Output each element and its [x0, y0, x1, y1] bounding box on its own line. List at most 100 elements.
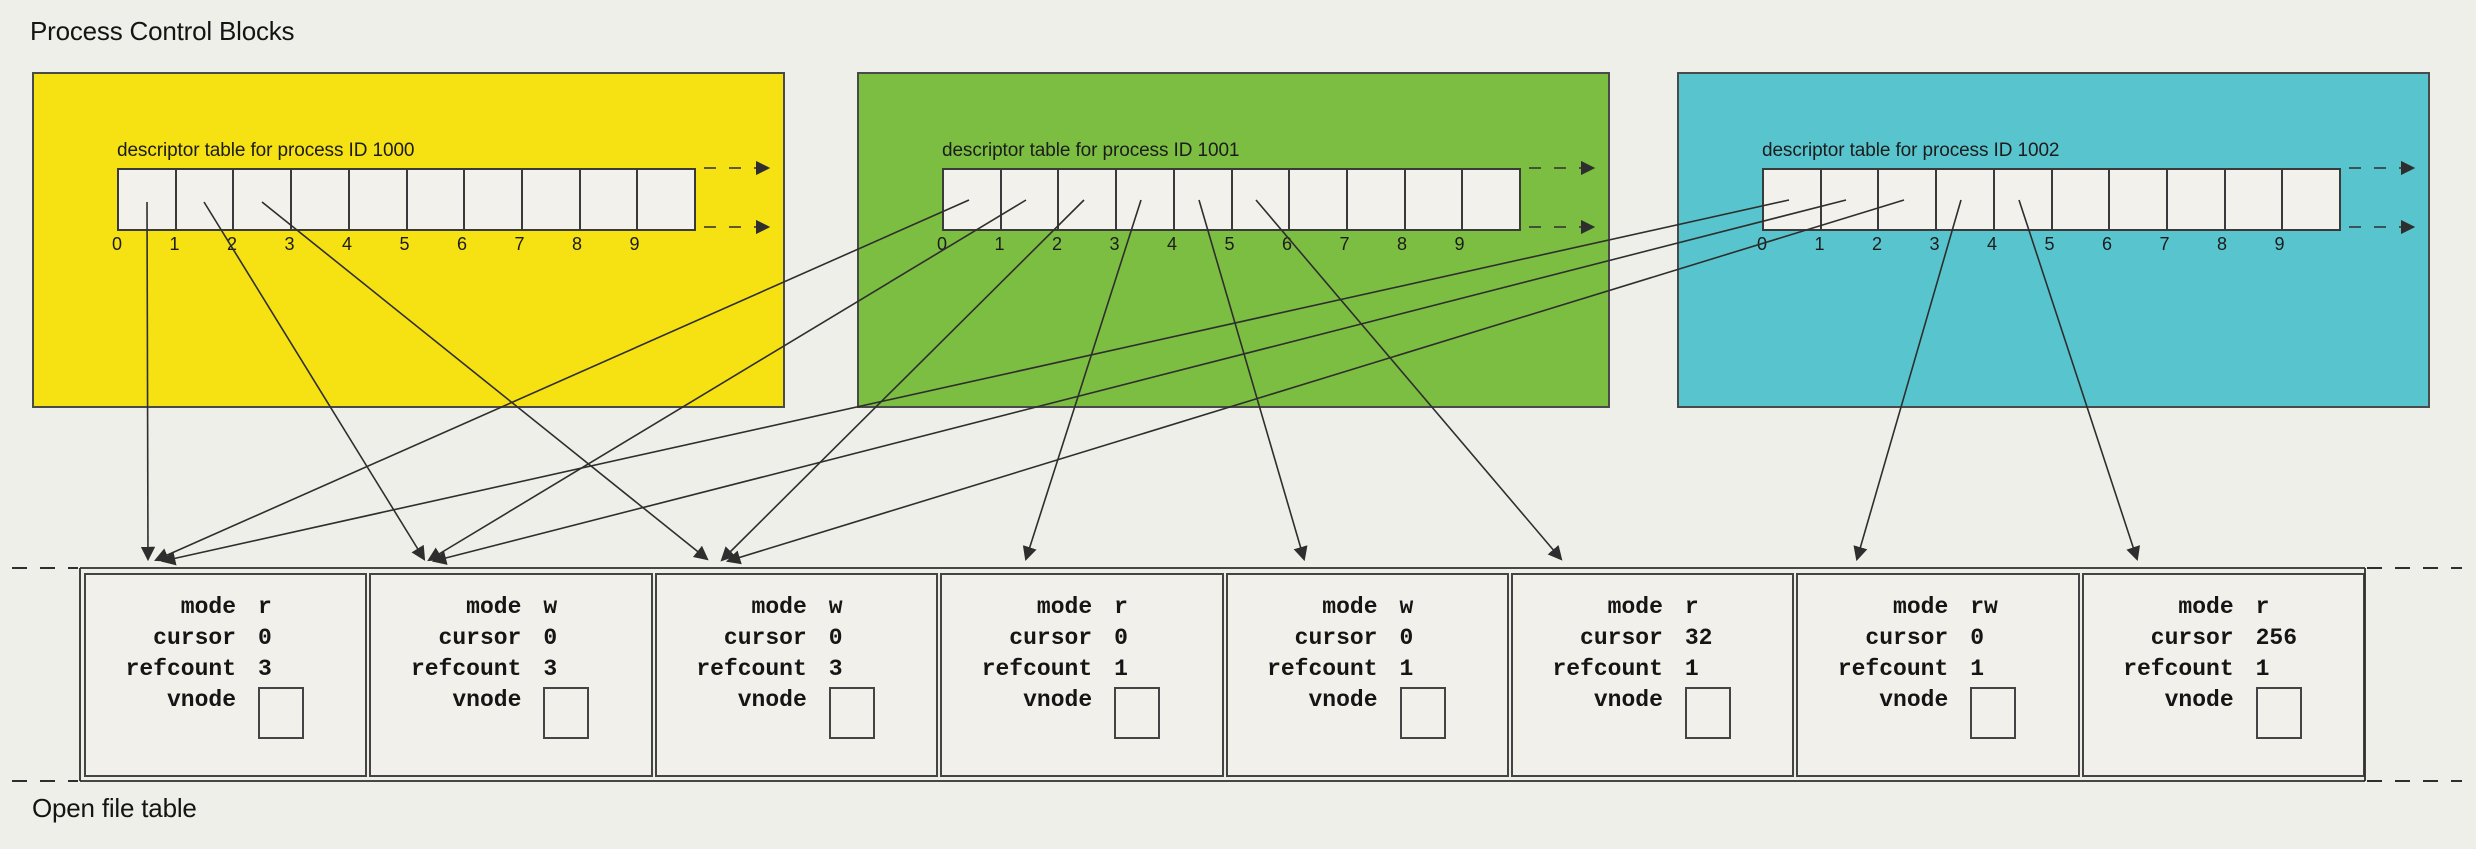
fd-cell-2 [1879, 170, 1938, 229]
field-value: r [2255, 594, 2270, 620]
field-vnode: vnode [86, 685, 365, 739]
fd-index-label: 7 [2159, 234, 2170, 254]
vnode-pointer-box [2255, 687, 2302, 739]
field-label: refcount [125, 656, 236, 682]
field-refcount: refcount 3 [371, 654, 650, 685]
fd-cell-9 [638, 170, 695, 229]
fd-index-label: 4 [1986, 234, 1997, 254]
fd-cell-6 [1290, 170, 1348, 229]
fd-index-label: 8 [2216, 234, 2227, 254]
pcb-block-1000: descriptor table for process ID 1000 0 1 2… [32, 72, 785, 408]
field-value: r [1684, 594, 1699, 620]
field-label: mode [1036, 594, 1093, 620]
vnode-pointer-box [543, 687, 590, 739]
field-value: r [1114, 594, 1128, 620]
field-label: cursor [2150, 625, 2234, 651]
descriptor-table-label: descriptor table for process ID 1000 [117, 140, 415, 161]
field-label: refcount [2123, 656, 2234, 682]
fd-cell-8 [1405, 170, 1464, 229]
vnode-pointer-box [1684, 687, 1731, 739]
fd-cell-5 [407, 170, 466, 229]
fd-cell-7 [522, 170, 581, 229]
field-vnode: vnode [1798, 685, 2077, 739]
fd-cell-7 [1347, 170, 1406, 229]
field-label: cursor [1865, 625, 1949, 651]
fd-index-label: 9 [629, 234, 640, 254]
field-vnode: vnode [942, 685, 1221, 739]
field-value: 256 [2255, 625, 2298, 651]
field-label: refcount [1837, 656, 1949, 682]
field-value: w [1399, 594, 1414, 620]
field-label: vnode [737, 687, 807, 713]
field-label: cursor [1580, 625, 1663, 651]
vnode-pointer-box [1114, 687, 1161, 739]
fd-cell-3 [1117, 170, 1175, 229]
field-vnode: vnode [657, 685, 936, 739]
field-value: 0 [1399, 625, 1414, 651]
field-label: mode [1893, 594, 1949, 620]
field-label: mode [2178, 594, 2234, 620]
fd-index-label: 0 [1756, 234, 1767, 254]
descriptor-table-label: descriptor table for process ID 1002 [1762, 140, 2060, 161]
descriptor-table-label: descriptor table for process ID 1001 [942, 140, 1240, 161]
fd-index-label: 9 [1454, 234, 1465, 254]
fd-index-label: 4 [341, 234, 352, 254]
fd-cell-1 [176, 170, 235, 229]
fd-cell-2 [1059, 170, 1118, 229]
fd-index-label: 0 [936, 234, 947, 254]
fd-index-label: 1 [169, 234, 180, 254]
fd-cell-8 [2225, 170, 2284, 229]
open-file-table-label: Open file table [32, 793, 197, 823]
fd-cell-8 [580, 170, 639, 229]
fd-index-label: 2 [226, 234, 237, 254]
field-label: mode [751, 594, 807, 620]
fd-cell-9 [1463, 170, 1520, 229]
fd-cell-1 [1001, 170, 1060, 229]
field-label: vnode [452, 687, 522, 713]
field-label: mode [1322, 594, 1378, 620]
field-label: refcount [696, 656, 807, 682]
field-value: 3 [543, 656, 558, 682]
fd-index-label: 9 [2274, 234, 2285, 254]
descriptor-row [1762, 168, 2341, 231]
field-value: 1 [1970, 656, 1985, 682]
fd-index-label: 8 [1396, 234, 1407, 254]
field-label: vnode [1023, 687, 1093, 713]
field-value: 0 [1114, 625, 1128, 651]
fd-index-label: 1 [1814, 234, 1825, 254]
field-label: cursor [723, 625, 807, 651]
fd-index-label: 6 [2101, 234, 2112, 254]
fd-cell-6 [2110, 170, 2168, 229]
field-value: w [828, 594, 843, 620]
field-label: mode [180, 594, 236, 620]
field-label: cursor [1009, 625, 1093, 651]
field-label: refcount [410, 656, 522, 682]
fd-index-label: 2 [1051, 234, 1062, 254]
fd-cell-4 [1994, 170, 2053, 229]
fd-index-label: 0 [111, 234, 122, 254]
field-cursor: cursor 0 [942, 623, 1221, 654]
fd-cell-5 [2052, 170, 2111, 229]
field-vnode: vnode [371, 685, 650, 739]
fd-index-label: 5 [399, 234, 410, 254]
fd-cell-2 [234, 170, 293, 229]
fd-cell-0 [119, 170, 177, 229]
fd-cell-5 [1232, 170, 1291, 229]
vnode-pointer-box [1399, 687, 1446, 739]
fd-index-label: 6 [456, 234, 467, 254]
